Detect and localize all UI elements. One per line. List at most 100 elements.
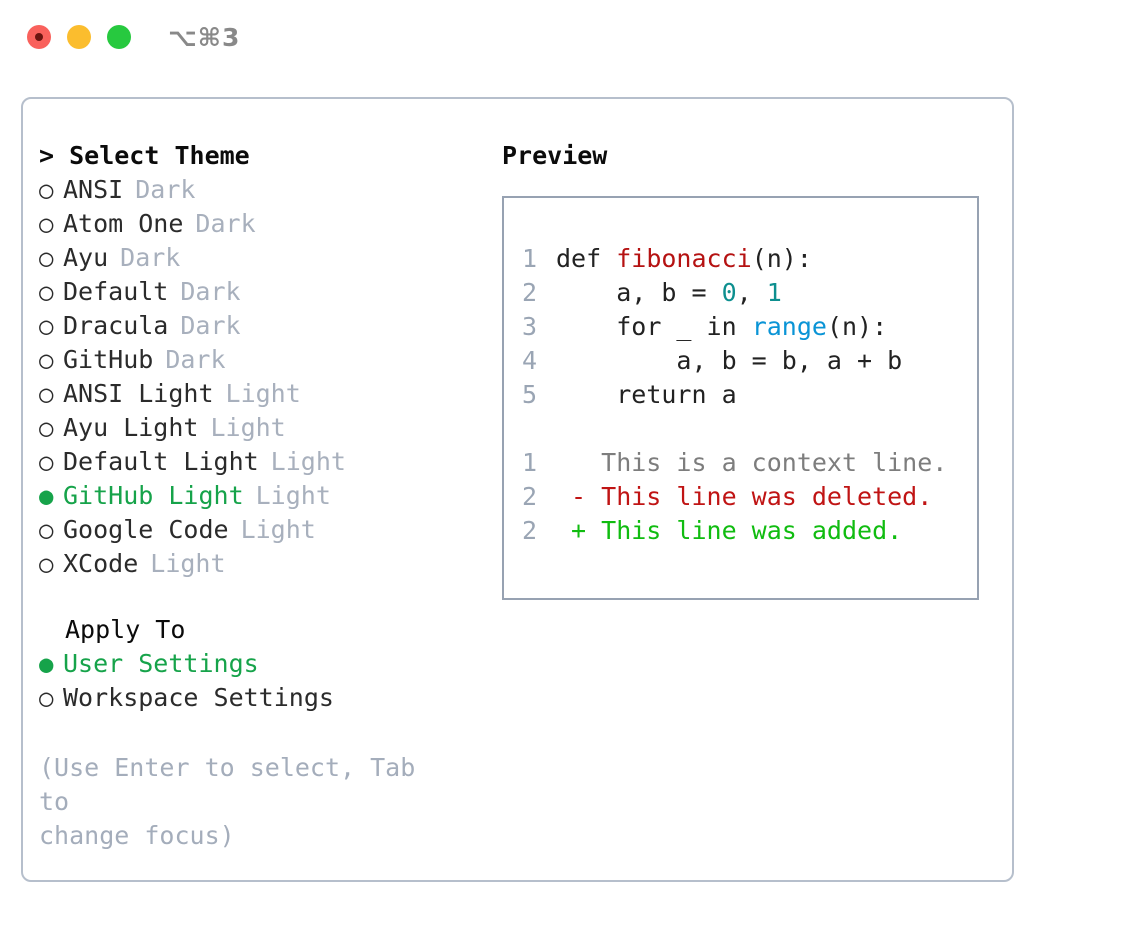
- diff-line-number: 2: [522, 482, 538, 511]
- diff-line-sign: [556, 446, 601, 480]
- code-line-number: 4: [522, 346, 538, 375]
- theme-option-ayu[interactable]: ○ Ayu Dark: [39, 241, 479, 275]
- diff-line-text: This line was deleted.: [601, 482, 933, 511]
- theme-option-mode: Light: [255, 481, 331, 510]
- radio-unselected-icon: ○: [39, 448, 54, 476]
- radio-unselected-icon: ○: [39, 684, 54, 712]
- radio-unselected-icon: ○: [39, 244, 54, 272]
- title-bar: ⌥⌘3: [0, 0, 1140, 76]
- code-token-plain: a, b =: [616, 278, 722, 307]
- theme-option-github-light[interactable]: ● GitHub Light Light: [39, 479, 479, 513]
- diff-line-context: 1 This is a context line.: [504, 446, 977, 480]
- code-token-plain: def: [556, 244, 617, 273]
- theme-option-mode: Dark: [195, 209, 256, 238]
- preview-title: Preview: [502, 141, 608, 170]
- radio-selected-icon: ●: [39, 650, 54, 678]
- diff-line-deleted: 2 - This line was deleted.: [504, 480, 977, 514]
- theme-option-mode: Dark: [180, 311, 241, 340]
- radio-unselected-icon: ○: [39, 278, 54, 306]
- diff-sample: 1 This is a context line.2 - This line w…: [504, 446, 977, 548]
- code-line-content: a, b = 0, 1: [556, 276, 782, 310]
- close-window-button[interactable]: [27, 25, 51, 49]
- radio-unselected-icon: ○: [39, 176, 54, 204]
- theme-option-label: Ayu: [63, 243, 109, 272]
- theme-option-mode: Light: [270, 447, 346, 476]
- theme-option-label: ANSI: [63, 175, 124, 204]
- theme-option-github[interactable]: ○ GitHub Dark: [39, 343, 479, 377]
- select-theme-header: > Select Theme: [39, 141, 250, 170]
- radio-unselected-icon: ○: [39, 210, 54, 238]
- code-line-number: 1: [522, 244, 538, 273]
- theme-option-label: GitHub: [63, 345, 154, 374]
- code-line: 1 def fibonacci(n):: [504, 242, 977, 276]
- apply-to-option-user-settings[interactable]: ●User Settings: [39, 647, 479, 681]
- code-token-number: 0: [721, 278, 737, 307]
- theme-option-label: ANSI Light: [63, 379, 214, 408]
- code-line-content: for _ in range(n):: [556, 310, 887, 344]
- code-token-plain: a, b = b, a + b: [676, 346, 903, 375]
- theme-option-label: Atom One: [63, 209, 184, 238]
- theme-option-dracula[interactable]: ○ Dracula Dark: [39, 309, 479, 343]
- code-token-function: fibonacci: [616, 244, 752, 273]
- theme-option-google-code[interactable]: ○ Google Code Light: [39, 513, 479, 547]
- diff-line-number: 1: [522, 448, 538, 477]
- code-indent: [556, 278, 616, 307]
- radio-selected-icon: ●: [39, 482, 54, 510]
- theme-option-label: Dracula: [63, 311, 169, 340]
- code-line: 4 a, b = b, a + b: [504, 344, 977, 378]
- radio-unselected-icon: ○: [39, 414, 54, 442]
- apply-to-option-workspace-settings[interactable]: ○Workspace Settings: [39, 681, 479, 715]
- theme-option-label: XCode: [63, 549, 139, 578]
- theme-option-mode: Dark: [165, 345, 226, 374]
- code-line-content: return a: [556, 378, 737, 412]
- theme-option-mode: Light: [150, 549, 226, 578]
- radio-unselected-icon: ○: [39, 346, 54, 374]
- diff-line-text: This line was added.: [601, 516, 903, 545]
- code-indent: [556, 380, 616, 409]
- theme-option-mode: Light: [240, 515, 316, 544]
- apply-to-header: Apply To: [65, 615, 186, 644]
- code-line-content: a, b = b, a + b: [556, 344, 902, 378]
- theme-option-ansi-light[interactable]: ○ ANSI Light Light: [39, 377, 479, 411]
- code-line-number: 3: [522, 312, 538, 341]
- code-indent: [556, 312, 616, 341]
- code-token-plain: for _ in: [616, 312, 752, 341]
- radio-unselected-icon: ○: [39, 380, 54, 408]
- theme-option-label: Default: [63, 277, 169, 306]
- code-token-plain: (n):: [826, 312, 888, 341]
- minimize-window-button[interactable]: [67, 25, 91, 49]
- theme-option-label: GitHub Light: [63, 481, 244, 510]
- theme-option-label: Google Code: [63, 515, 229, 544]
- apply-to-list[interactable]: ●User Settings○Workspace Settings: [39, 647, 479, 715]
- code-line-number: 2: [522, 278, 538, 307]
- code-token-plain: ,: [736, 278, 767, 307]
- code-indent: [556, 346, 676, 375]
- code-line: 5 return a: [504, 378, 977, 412]
- code-token-plain: return a: [616, 380, 737, 409]
- radio-unselected-icon: ○: [39, 516, 54, 544]
- theme-option-mode: Light: [225, 379, 301, 408]
- diff-line-number: 2: [522, 516, 538, 545]
- theme-option-label: Ayu Light: [63, 413, 199, 442]
- radio-unselected-icon: ○: [39, 312, 54, 340]
- code-line-content: def fibonacci(n):: [556, 242, 812, 276]
- maximize-window-button[interactable]: [107, 25, 131, 49]
- diff-line-added: 2 + This line was added.: [504, 514, 977, 548]
- theme-option-mode: Dark: [120, 243, 181, 272]
- code-line: 3 for _ in range(n):: [504, 310, 977, 344]
- theme-option-atom-one[interactable]: ○ Atom One Dark: [39, 207, 479, 241]
- code-token-plain: (n):: [751, 244, 812, 273]
- diff-line-sign: +: [556, 516, 602, 545]
